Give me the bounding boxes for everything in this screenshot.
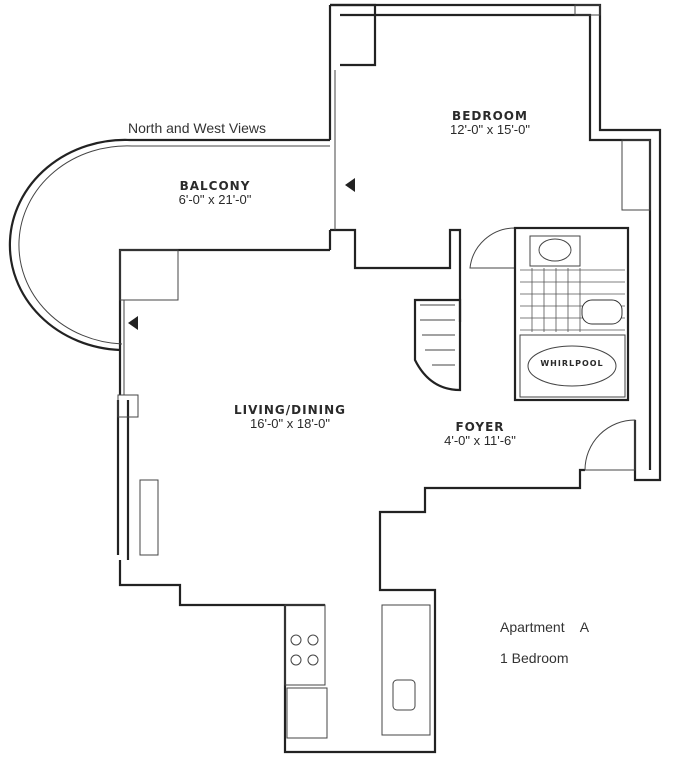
- balcony-label: BALCONY 6'-0" x 21'-0": [160, 180, 270, 206]
- balcony-rail-inner: [18, 145, 330, 345]
- tub: [519, 334, 626, 398]
- closet-shelves: [420, 304, 455, 366]
- living-label: LIVING/DINING 16'-0" x 18'-0": [220, 404, 360, 430]
- window: [574, 4, 601, 16]
- apartment-title: Apartment A: [500, 619, 590, 635]
- inner-wall-outer-line: [116, 13, 652, 560]
- tile-floor: [520, 268, 625, 332]
- balcony-dims: 6'-0" x 21'-0": [178, 191, 252, 207]
- foyer-dims: 4'-0" x 11'-6": [444, 432, 516, 448]
- stove: [284, 604, 326, 686]
- bedroom-label: BEDROOM 12'-0" x 15'-0": [430, 110, 550, 136]
- entry-door-swing: [584, 419, 636, 471]
- kitchen-sink: [392, 679, 416, 711]
- closet: [413, 298, 462, 392]
- balcony-rail: [8, 138, 330, 352]
- door-swing: [469, 227, 516, 269]
- toilet: [581, 299, 623, 325]
- views-label: North and West Views: [128, 120, 266, 136]
- apartment-subtitle: 1 Bedroom: [500, 650, 569, 666]
- living-dims: 16'-0" x 18'-0": [250, 415, 330, 431]
- entry-arrow-icon: [128, 316, 138, 330]
- column: [119, 249, 179, 301]
- entry-arrow-icon: [345, 178, 355, 192]
- radiator: [621, 139, 651, 211]
- bedroom-corner: [330, 3, 377, 67]
- column: [117, 394, 139, 418]
- whirlpool-basin: [527, 345, 617, 387]
- refrigerator: [286, 687, 328, 739]
- foyer-name: FOYER: [455, 420, 505, 434]
- closet-small: [139, 479, 159, 556]
- sink: [538, 238, 572, 262]
- living-name: LIVING/DINING: [234, 403, 346, 417]
- bathroom: [513, 226, 630, 402]
- bedroom-name: BEDROOM: [452, 109, 528, 123]
- outer-wall: [118, 3, 662, 754]
- vanity: [529, 235, 581, 267]
- bedroom-bottom-wall: [330, 228, 462, 322]
- counter: [381, 604, 431, 736]
- foyer-label: FOYER 4'-0" x 11'-6": [425, 421, 535, 447]
- whirlpool-label: WHIRLPOOL: [540, 359, 604, 368]
- bedroom-dims: 12'-0" x 15'-0": [450, 121, 530, 137]
- balcony-name: BALCONY: [179, 179, 251, 193]
